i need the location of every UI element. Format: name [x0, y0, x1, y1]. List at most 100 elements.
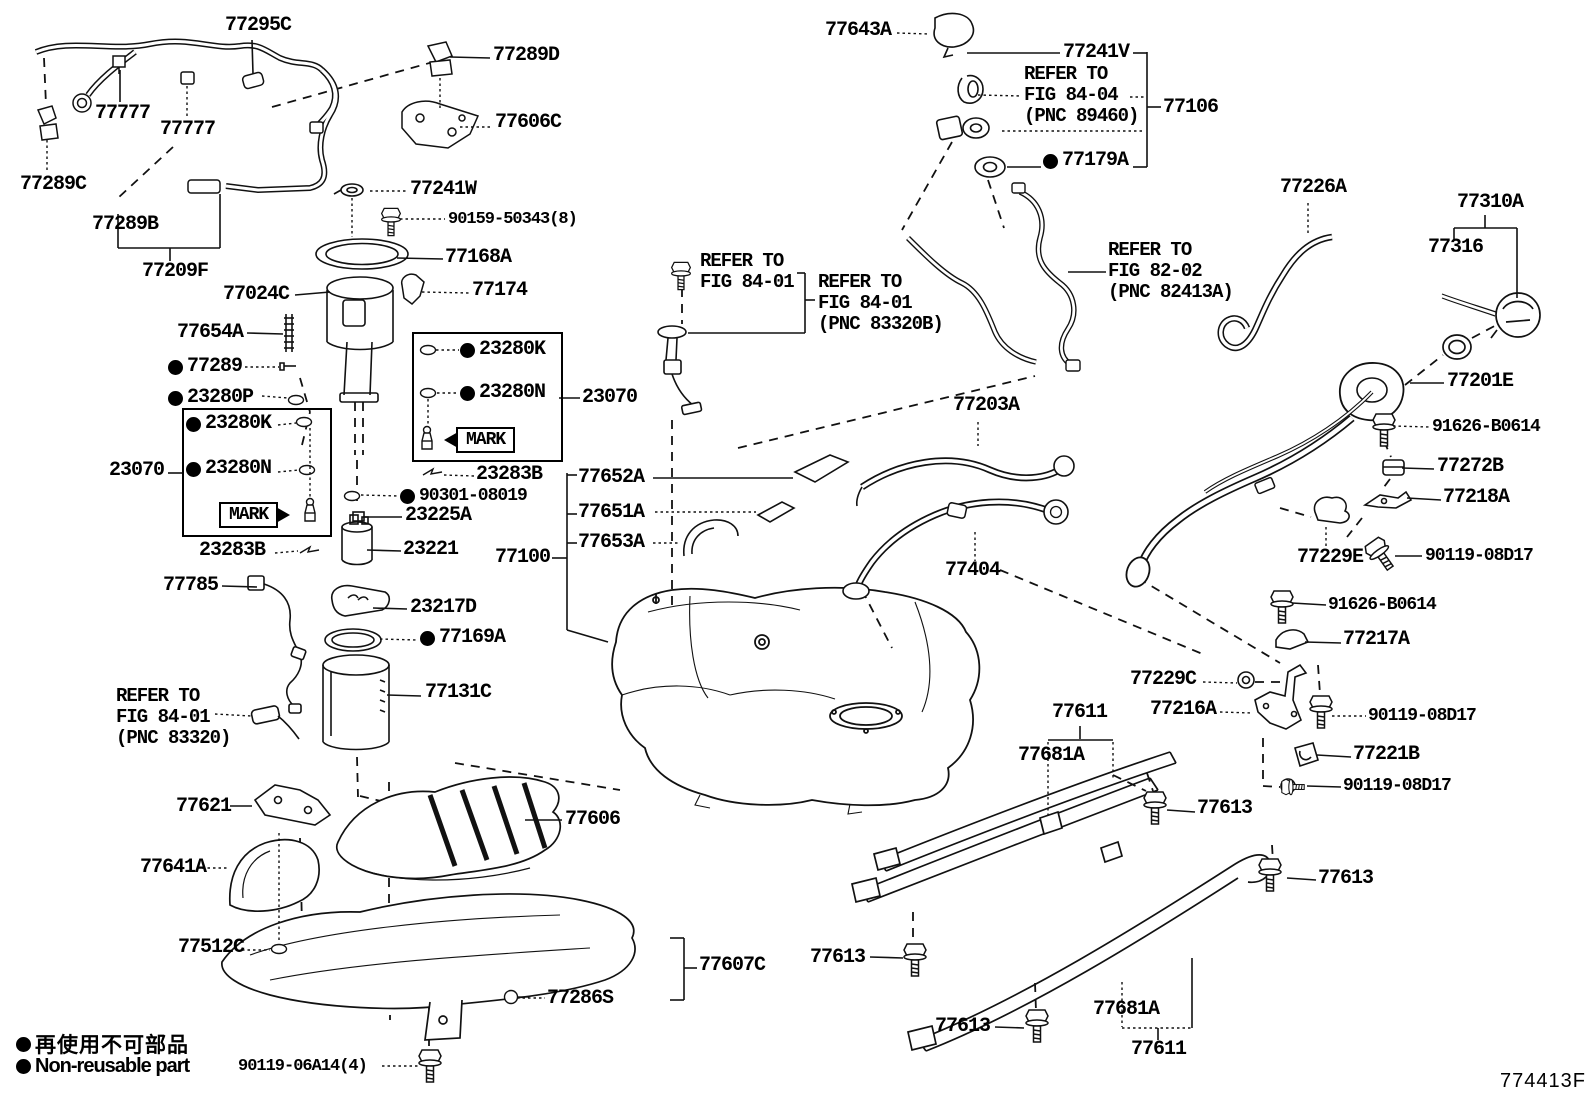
- part-label-77217A: 77217A: [1343, 628, 1410, 651]
- non-reusable-dot: [168, 390, 183, 406]
- part-label-77643A: 77643A: [825, 19, 892, 42]
- part-label-77651A: 77651A: [578, 501, 645, 524]
- part-label-77681A-1: 77681A: [1018, 744, 1085, 767]
- part-label-77652A: 77652A: [578, 466, 645, 489]
- part-label-77209F: 77209F: [142, 260, 209, 283]
- part-label-77512C: 77512C: [178, 936, 245, 959]
- part-label-77777-1: 77777: [95, 102, 151, 125]
- fuel-filler-pipe: [1125, 362, 1405, 588]
- part-label-91626-B0614-2: 91626-B0614: [1328, 595, 1437, 615]
- part-label-77289: 77289: [168, 357, 243, 377]
- part-label-77777-2: 77777: [160, 118, 216, 141]
- fuel-sender-gauge-wires: [247, 575, 307, 740]
- part-label-77613-3: 77613: [810, 946, 866, 969]
- part-label-23225A: 23225A: [405, 504, 472, 527]
- non-reusable-dot: [460, 342, 475, 358]
- part-label-23280K-box2: 23280K: [460, 340, 546, 360]
- tube-77404: [842, 498, 1069, 600]
- tank-cushion-pads: [683, 454, 850, 557]
- part-label-90119-08D17-3: 90119-08D17: [1343, 776, 1452, 796]
- non-reusable-dot: [186, 416, 201, 432]
- part-label-23070-left: 23070: [109, 459, 165, 482]
- part-label-77295C: 77295C: [225, 14, 292, 37]
- part-label-77289D: 77289D: [493, 44, 560, 67]
- part-label-77100: 77100: [495, 546, 551, 569]
- part-label-23283B-right: 23283B: [476, 463, 543, 486]
- part-label-23070-right: 23070: [582, 386, 638, 409]
- part-label-77613-4: 77613: [935, 1015, 991, 1038]
- non-reusable-dot: [400, 488, 415, 504]
- clip-77512C: [270, 943, 288, 955]
- part-label-23280N-box1: 23280N: [186, 459, 272, 479]
- heat-shield-77606: [335, 776, 562, 881]
- non-reusable-dot: [16, 1036, 31, 1052]
- part-label-23280N-box2: 23280N: [460, 383, 546, 403]
- part-label-77241W: 77241W: [410, 178, 477, 201]
- drawing-number: 774413F: [1500, 1070, 1586, 1092]
- part-label-23280K-box1: 23280K: [186, 414, 272, 434]
- mark-callout-box2: MARK: [443, 427, 516, 453]
- part-label-23221: 23221: [403, 538, 459, 561]
- non-reusable-dot: [1043, 153, 1058, 169]
- part-label-77221B: 77221B: [1353, 743, 1420, 766]
- fuel-pump-module: [279, 183, 409, 751]
- kit-box-left: [182, 408, 332, 537]
- part-label-77201E: 77201E: [1447, 370, 1514, 393]
- part-label-77654A: 77654A: [177, 321, 244, 344]
- part-label-90301-08019: 90301-08019: [400, 487, 528, 505]
- part-label-77316: 77316: [1428, 236, 1484, 259]
- part-label-77203A: 77203A: [953, 394, 1020, 417]
- part-label-77289B: 77289B: [92, 213, 159, 236]
- non-reusable-dot: [16, 1059, 31, 1074]
- leader-lines-solid: [117, 39, 1518, 1040]
- leader-lines-dotted: [46, 32, 1430, 1029]
- harness-fig8202: [1011, 182, 1081, 372]
- part-label-77621: 77621: [176, 795, 232, 818]
- part-label-23217D: 23217D: [410, 596, 477, 619]
- part-label-77310A: 77310A: [1457, 191, 1524, 214]
- pump-wire-harness-to-tank: [906, 236, 1037, 365]
- part-label-77653A: 77653A: [578, 531, 645, 554]
- part-label-77241V: 77241V: [1063, 41, 1130, 64]
- part-label-91626-B0614-1: 91626-B0614: [1432, 417, 1541, 437]
- part-label-77131C: 77131C: [425, 681, 492, 704]
- part-label-77024C: 77024C: [223, 283, 290, 306]
- clip-77174: [400, 273, 425, 305]
- part-label-77169A: 77169A: [420, 628, 506, 648]
- fuel-tank: [611, 586, 981, 815]
- part-label-77272B: 77272B: [1437, 455, 1504, 478]
- tube-77203A: [855, 455, 1075, 507]
- part-label-77174: 77174: [472, 279, 528, 302]
- mark-callout-box1: MARK: [219, 502, 291, 528]
- heat-shield-77607C: [221, 893, 636, 1041]
- non-reusable-dot: [186, 461, 201, 477]
- part-label-77606: 77606: [565, 808, 621, 831]
- part-label-77611-1: 77611: [1052, 701, 1108, 724]
- part-label-77785: 77785: [163, 574, 219, 597]
- part-label-23280P: 23280P: [168, 388, 254, 408]
- part-label-77289C: 77289C: [20, 173, 87, 196]
- wire-harness-77209F: [34, 38, 480, 194]
- part-label-77613-1: 77613: [1197, 797, 1253, 820]
- legend-non-reusable-jp: 再使用不可部品: [16, 1029, 189, 1059]
- part-label-77404: 77404: [945, 559, 1001, 582]
- part-label-77226A: 77226A: [1280, 176, 1347, 199]
- bracket-77621: [253, 784, 332, 826]
- part-label-77641A: 77641A: [140, 856, 207, 879]
- part-label-77286S: 77286S: [547, 987, 614, 1010]
- part-label-77681A-2: 77681A: [1093, 998, 1160, 1021]
- kit-box-right: [412, 332, 563, 462]
- protector-77641A: [228, 838, 320, 913]
- part-label-90159-50343: 90159-50343(8): [448, 210, 578, 229]
- part-label-77607C: 77607C: [699, 954, 766, 977]
- part-label-90119-06A14: 90119-06A14(4): [238, 1057, 368, 1076]
- fuel-sender-unit-23070: [657, 325, 703, 416]
- part-label-23283B-left: 23283B: [199, 539, 266, 562]
- part-label-77179A: 77179A: [1043, 151, 1129, 171]
- part-label-77218A: 77218A: [1443, 486, 1510, 509]
